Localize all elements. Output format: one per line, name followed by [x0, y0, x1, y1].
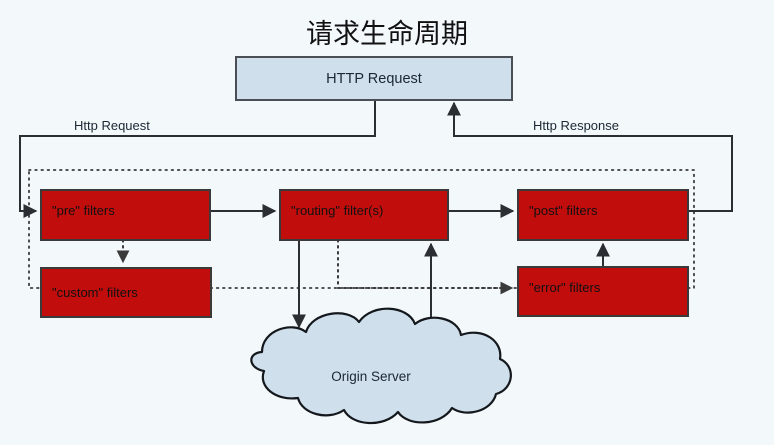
node-error-filters-label: "error" filters — [529, 280, 601, 295]
node-post-filters-label: "post" filters — [529, 203, 598, 218]
edge-routing-to-error — [337, 239, 514, 295]
edge-http-response — [447, 101, 733, 212]
node-origin-server-label: Origin Server — [331, 369, 411, 384]
node-pre-filters[interactable]: "pre" filters — [40, 189, 211, 241]
edge-label-http-request: Http Request — [74, 118, 150, 133]
edge-label-http-response: Http Response — [533, 118, 619, 133]
node-origin-server[interactable]: Origin Server — [250, 307, 512, 425]
node-http-request[interactable]: HTTP Request — [235, 56, 513, 101]
node-http-request-label: HTTP Request — [326, 71, 422, 87]
node-routing-filters[interactable]: "routing" filter(s) — [279, 189, 449, 241]
node-error-filters[interactable]: "error" filters — [517, 266, 689, 317]
edge-http-request — [19, 100, 376, 218]
page-title: 请求生命周期 — [306, 19, 468, 50]
node-pre-filters-label: "pre" filters — [52, 203, 115, 218]
node-routing-filters-label: "routing" filter(s) — [291, 203, 383, 218]
node-post-filters[interactable]: "post" filters — [517, 189, 689, 241]
node-custom-filters[interactable]: "custom" filters — [40, 267, 212, 318]
node-custom-filters-label: "custom" filters — [52, 285, 138, 300]
